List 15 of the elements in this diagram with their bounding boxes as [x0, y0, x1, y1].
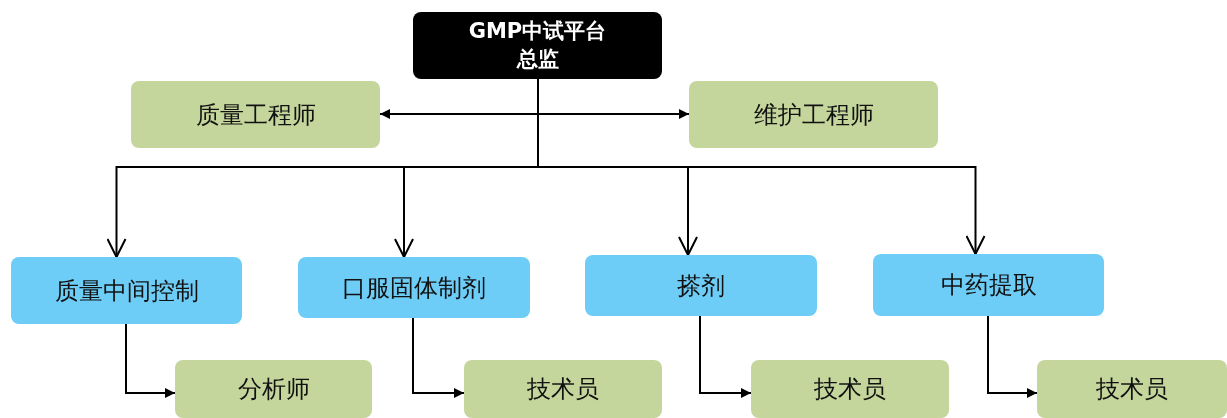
role-box: 技术员 [464, 360, 662, 418]
connector-arrow [125, 323, 176, 398]
connector-arrow [412, 317, 465, 398]
director-box: GMP中试平台总监 [413, 12, 662, 79]
role-box: 技术员 [751, 360, 949, 418]
department-box: 口服固体制剂 [298, 257, 530, 318]
role-box: 技术员 [1037, 360, 1227, 418]
role-box: 分析师 [175, 360, 372, 418]
department-box: 中药提取 [873, 254, 1104, 316]
department-box: 搽剂 [585, 255, 817, 316]
connector-arrow [699, 315, 752, 398]
role-box: 质量工程师 [131, 81, 380, 148]
connector-arrow [987, 315, 1038, 398]
department-box: 质量中间控制 [11, 257, 242, 324]
role-box: 维护工程师 [689, 81, 938, 148]
